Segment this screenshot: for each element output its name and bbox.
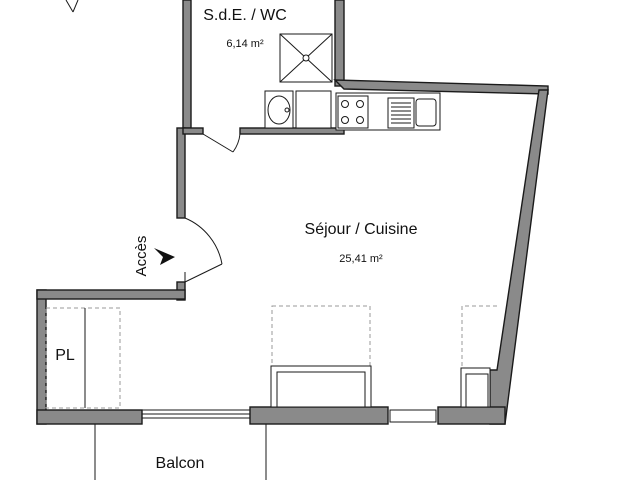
wall-bottom-right [437, 406, 506, 425]
bathroom-name: S.d.E. / WC [203, 7, 287, 24]
wall-bottom-left [36, 409, 143, 425]
wall-bathroom-right [334, 0, 345, 87]
closet-label: PL [55, 347, 75, 364]
bathroom-door [202, 133, 241, 153]
wall-bathroom-left [182, 0, 192, 129]
entry-door [184, 217, 223, 283]
cooktop [337, 95, 369, 129]
wall-closet-left [36, 289, 47, 425]
washing-machine [295, 90, 332, 129]
window-small [389, 409, 437, 423]
kitchen-sink [415, 98, 437, 127]
living-area: 25,41 m² [339, 253, 383, 265]
wall-bottom-middle [249, 406, 389, 425]
living-name: Séjour / Cuisine [305, 221, 418, 238]
wall-left-upper [176, 127, 186, 219]
wall-top [333, 79, 549, 95]
bathroom-fixtures [264, 33, 333, 129]
balcony-label: Balcon [156, 455, 205, 472]
shower-drain [302, 54, 310, 62]
wall-bathroom-bottom-left [182, 127, 204, 135]
north-arrow-fragment [65, 0, 79, 13]
closet [45, 307, 121, 409]
entrance-arrow-icon [154, 248, 175, 265]
wall-bathroom-bottom-right [239, 127, 345, 135]
wall-closet-top [36, 289, 186, 300]
furniture-outlines [271, 305, 497, 367]
kitchen-counter [335, 92, 441, 131]
wall-right [489, 89, 549, 425]
balcony-door [142, 409, 250, 419]
walls [36, 0, 549, 425]
radiator-center-inner [276, 371, 366, 408]
bathroom-area: 6,14 m² [226, 38, 264, 50]
entrance-label: Accès [133, 236, 150, 277]
radiator-right-inner [465, 373, 489, 408]
